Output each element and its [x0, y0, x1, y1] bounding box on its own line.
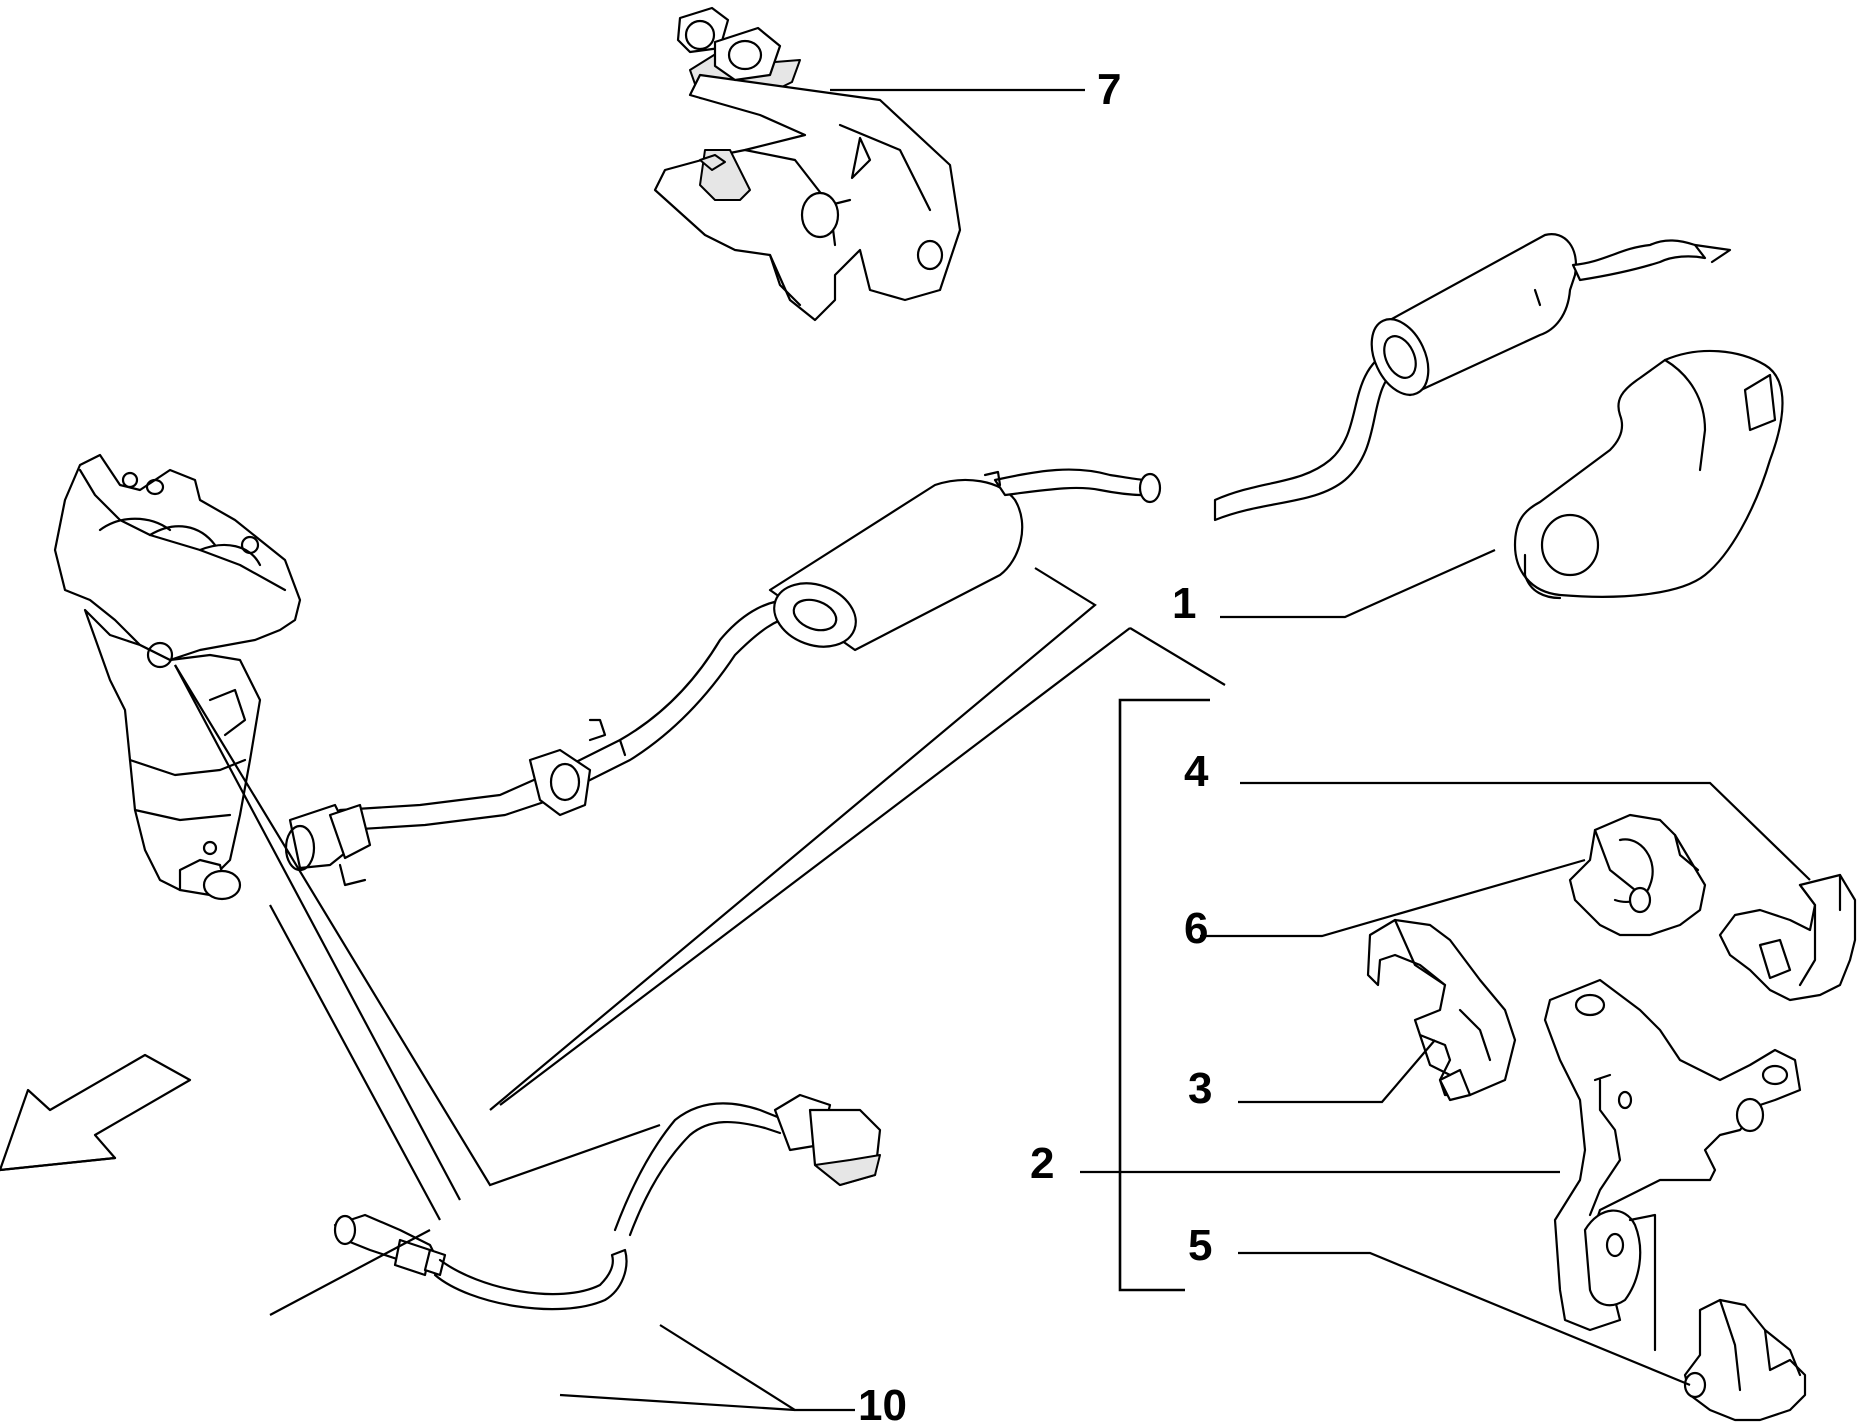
callout-10: 10 [858, 1381, 907, 1426]
group-bracket-lines [1118, 627, 1226, 1292]
part-6-clamp [1568, 813, 1707, 937]
part-3-clamp [1366, 918, 1517, 1102]
callout-5: 5 [1188, 1221, 1212, 1270]
part-1-rubber-hanger [1513, 349, 1784, 600]
callout-2: 2 [1030, 1139, 1054, 1188]
part-2-bracket [1543, 978, 1802, 1352]
callout-3: 3 [1188, 1064, 1212, 1113]
callout-6: 6 [1184, 904, 1208, 953]
projection-lines [174, 567, 1131, 1316]
callout-7: 7 [1097, 65, 1121, 114]
part-7-bracket-assembly [653, 6, 962, 322]
direction-arrow-icon [0, 1053, 192, 1172]
callout-1: 1 [1172, 579, 1196, 628]
callout-4: 4 [1184, 747, 1209, 796]
callout-leaders [559, 88, 1811, 1412]
part-10-oxygen-sensor [333, 1093, 882, 1311]
part-5-clamp [1683, 1298, 1807, 1422]
part-4-clamp [1718, 873, 1857, 1002]
part-1-rear-muffler [1213, 233, 1732, 522]
front-pipe-central-muffler [284, 468, 1162, 887]
exhaust-manifold-catalytic-converter [53, 453, 302, 901]
